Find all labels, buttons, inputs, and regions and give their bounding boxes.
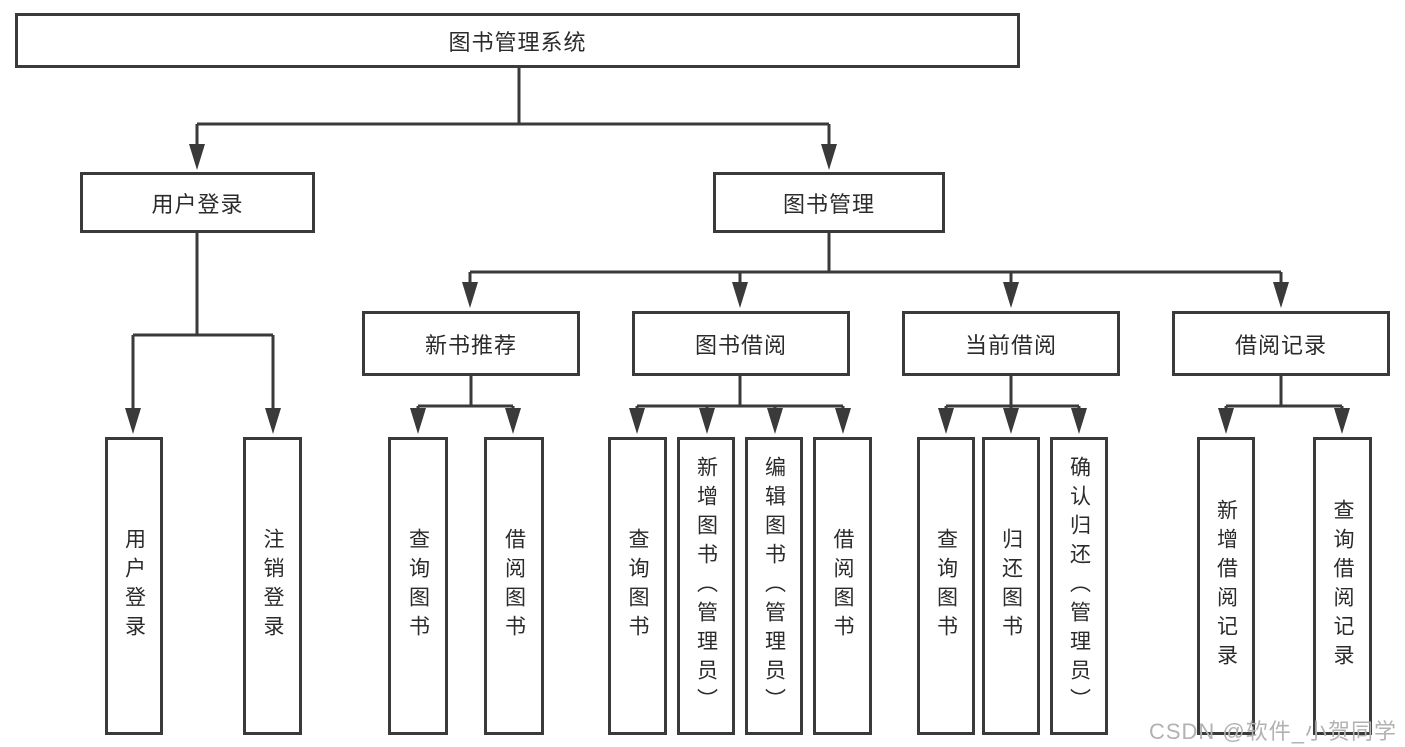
leaf-recommend-query-books: 查询图书 [388, 437, 448, 735]
leaf-logout: 注销登录 [243, 437, 302, 735]
leaf-borrowing-query-books: 查询图书 [608, 437, 667, 735]
leaf-borrowing-add-books-admin-label: 新增图书（管理员） [694, 455, 718, 717]
node-new-book-recommend-label: 新书推荐 [424, 332, 517, 358]
node-current-borrowing: 当前借阅 [902, 311, 1120, 376]
leaf-recommend-borrow-books-label: 借阅图书 [502, 528, 526, 644]
leaf-records-query-record: 查询借阅记录 [1313, 437, 1372, 735]
leaf-logout-label: 注销登录 [261, 528, 284, 644]
leaf-records-add-record: 新增借阅记录 [1197, 437, 1255, 735]
leaf-current-confirm-return-admin-label: 确认归还（管理员） [1067, 455, 1091, 717]
leaf-borrowing-edit-books-admin-label: 编辑图书（管理员） [762, 455, 786, 717]
leaf-borrowing-borrow-books-label: 借阅图书 [831, 528, 854, 644]
leaf-current-return-books: 归还图书 [982, 437, 1040, 735]
node-book-management: 图书管理 [713, 172, 945, 233]
node-user-login-label: 用户登录 [151, 191, 244, 217]
leaf-current-confirm-return-admin: 确认归还（管理员） [1050, 437, 1108, 735]
node-book-management-label: 图书管理 [782, 191, 875, 217]
node-book-borrowing-label: 图书借阅 [694, 332, 787, 358]
leaf-current-return-books-label: 归还图书 [999, 528, 1023, 644]
node-new-book-recommend: 新书推荐 [362, 311, 580, 376]
leaf-current-query-books: 查询图书 [917, 437, 975, 735]
node-current-borrowing-label: 当前借阅 [964, 332, 1057, 358]
leaf-recommend-query-books-label: 查询图书 [406, 528, 430, 644]
leaf-records-query-record-label: 查询借阅记录 [1331, 499, 1354, 673]
leaf-records-add-record-label: 新增借阅记录 [1214, 499, 1238, 673]
node-book-borrowing: 图书借阅 [632, 311, 850, 376]
leaf-user-login: 用户登录 [105, 437, 163, 735]
node-borrow-records-label: 借阅记录 [1234, 332, 1327, 358]
node-user-login: 用户登录 [80, 172, 315, 233]
leaf-borrowing-edit-books-admin: 编辑图书（管理员） [745, 437, 803, 735]
node-library-system: 图书管理系统 [15, 13, 1020, 68]
node-borrow-records: 借阅记录 [1172, 311, 1390, 376]
watermark: CSDN @软件_小贺同学 [1148, 719, 1397, 744]
leaf-user-login-label: 用户登录 [122, 528, 146, 644]
leaf-recommend-borrow-books: 借阅图书 [484, 437, 544, 735]
leaf-borrowing-borrow-books: 借阅图书 [813, 437, 872, 735]
leaf-borrowing-query-books-label: 查询图书 [626, 528, 649, 644]
leaf-current-query-books-label: 查询图书 [934, 528, 958, 644]
leaf-borrowing-add-books-admin: 新增图书（管理员） [677, 437, 735, 735]
node-library-system-label: 图书管理系统 [448, 29, 587, 55]
